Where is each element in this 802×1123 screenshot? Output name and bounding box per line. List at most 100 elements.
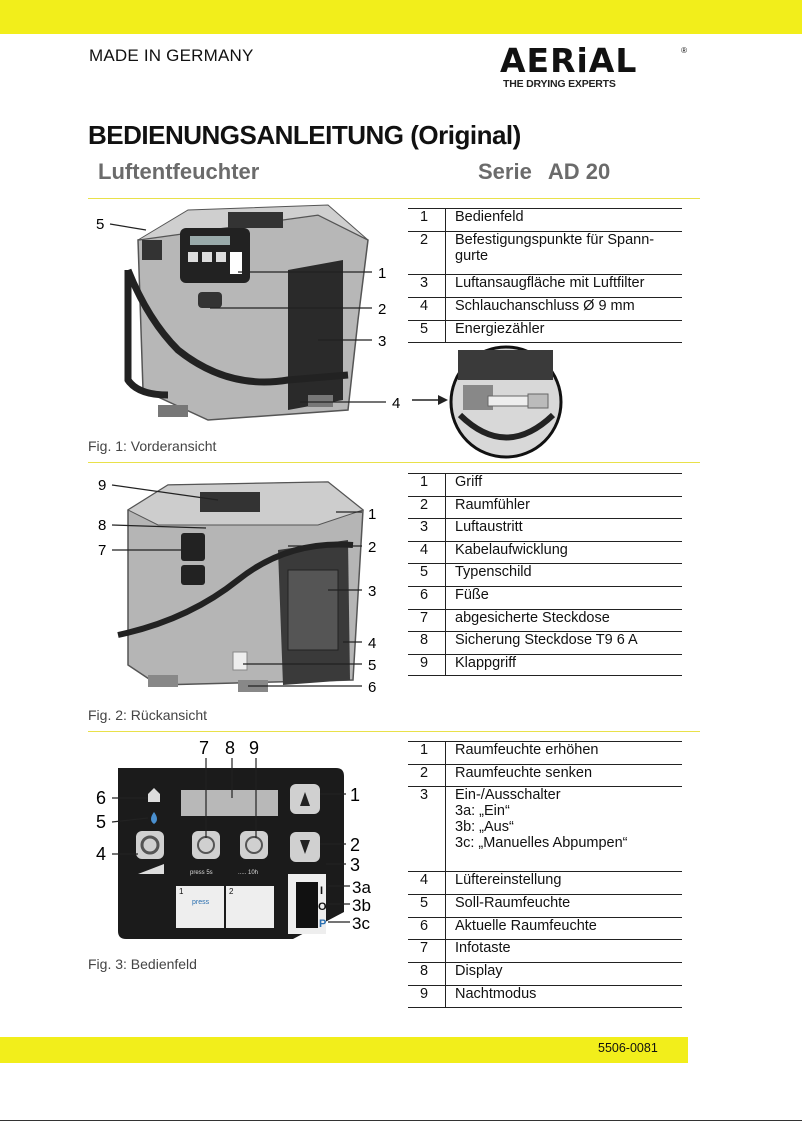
part-text: Raumfühler	[455, 496, 530, 513]
callout-3: 3	[350, 855, 360, 875]
callout-1: 1	[368, 506, 376, 523]
part-text: Klappgriff	[455, 654, 516, 671]
part-text: Typenschild	[455, 564, 532, 581]
part-number: 1	[408, 474, 446, 496]
part-text: Raumfeuchte erhöhen	[455, 742, 599, 758]
callout-3: 3	[378, 333, 386, 350]
series-word: Serie	[478, 159, 532, 184]
callout-9: 9	[98, 477, 106, 494]
part-text: Infotaste	[455, 940, 511, 957]
part-number: 3	[408, 275, 446, 297]
series-label: Serie AD 20	[478, 159, 610, 185]
callout-3c: 3c	[352, 914, 370, 933]
table-row: 4 Kabelaufwicklung	[408, 540, 682, 564]
callout-6: 6	[368, 679, 376, 696]
part-text: Aktuelle Raumfeuchte	[455, 917, 597, 934]
part-text-multiline: Ein-/Ausschalter 3a: „Ein“ 3b: „Aus“ 3c:…	[446, 787, 682, 871]
callout-3b: 3b	[352, 896, 371, 915]
table-row: 1 Bedienfeld	[408, 208, 682, 231]
callout-2: 2	[378, 301, 386, 318]
bottom-yellow-bar	[0, 1037, 688, 1063]
table-row: 3 Ein-/Ausschalter 3a: „Ein“ 3b: „Aus“ 3…	[408, 786, 682, 872]
panel-label-press5s: press 5s	[190, 870, 213, 876]
divider-3	[88, 731, 700, 732]
figure-caption: Fig. 3: Bedienfeld	[88, 956, 197, 972]
divider-2	[88, 462, 700, 463]
device-back-illustration	[117, 481, 365, 692]
part-number: 5	[408, 564, 446, 586]
part-text-cont: gurte	[455, 248, 489, 264]
part-number: 9	[408, 985, 446, 1007]
part-text: Bedienfeld	[455, 209, 524, 225]
panel-label-press: press	[192, 899, 210, 906]
part-text: Schlauchanschluss Ø 9 mm	[455, 298, 635, 314]
part-number: 7	[408, 609, 446, 632]
part-number: 7	[408, 940, 446, 963]
table-row: 5 Soll-Raumfeuchte	[408, 894, 682, 917]
part-number: 2	[408, 764, 446, 787]
panel-label-2: 2	[229, 887, 234, 896]
control-panel-figure: press 5s ..... 10h 1 press 2 I O P 7 8 9…	[96, 738, 371, 939]
figure-caption: Fig. 2: Rückansicht	[88, 707, 208, 723]
part-number: 3	[408, 787, 446, 872]
table-row: 8 Display	[408, 962, 682, 985]
product-subtitle: Luftentfeuchter	[98, 159, 260, 184]
callout-7: 7	[98, 542, 106, 559]
logo-registered: ®	[681, 46, 687, 55]
part-number: 1	[408, 209, 446, 231]
part-text: Display	[455, 963, 503, 980]
panel-label-P: P	[319, 918, 326, 930]
part-number: 5	[408, 895, 446, 917]
part-text: Raumfeuchte senken	[455, 764, 593, 781]
part-number: 1	[408, 742, 446, 764]
callout-8: 8	[225, 738, 235, 758]
panel-label-O: O	[318, 901, 327, 913]
part-text: Luftaustritt	[455, 519, 523, 536]
callout-5: 5	[96, 216, 104, 233]
callout-8: 8	[98, 517, 106, 534]
table-row: 7 Infotaste	[408, 939, 682, 963]
callout-6: 6	[96, 788, 106, 808]
part-number: 5	[408, 321, 446, 342]
part-text: Lüftereinstellung	[455, 872, 562, 889]
table-row: 2 Raumfeuchte senken	[408, 763, 682, 787]
made-in-label: MADE IN GERMANY	[89, 46, 254, 65]
part-number: 9	[408, 654, 446, 676]
part-number: 4	[408, 541, 446, 564]
table-row: 3 Luftansaugfläche mit Luftfilter	[408, 274, 682, 297]
series-value: AD 20	[547, 159, 611, 184]
callout-4: 4	[392, 395, 400, 412]
aerial-logo: AERiAL ® THE DRYING EXPERTS	[500, 44, 695, 94]
part-text: Luftansaugfläche mit Luftfilter	[455, 275, 645, 291]
part-subtext: 3c: „Manuelles Abpumpen“	[455, 835, 628, 852]
part-text: Ein-/Ausschalter	[455, 787, 561, 804]
part-number: 8	[408, 963, 446, 985]
callout-5: 5	[96, 812, 106, 832]
part-text: Kabelaufwicklung	[455, 541, 568, 558]
page-title: BEDIENUNGSANLEITUNG (Original)	[88, 120, 521, 150]
callout-2: 2	[350, 835, 360, 855]
callout-4: 4	[368, 635, 376, 652]
part-text: Sicherung Steckdose T9 6 A	[455, 632, 638, 649]
part-number: 2	[408, 496, 446, 519]
bottom-rule	[0, 1120, 802, 1121]
part-subtext: 3a: „Ein“	[455, 803, 510, 820]
callout-1: 1	[350, 785, 360, 805]
callout-3a: 3a	[352, 878, 371, 897]
control-panel-illustration: press 5s ..... 10h 1 press 2 I O P	[118, 768, 344, 939]
back-view-figure: 9 8 7 1 2 3 4 5 6	[98, 477, 376, 696]
part-number: 4	[408, 298, 446, 320]
table-row: 1 Griff	[408, 473, 682, 496]
part-text: Griff	[455, 474, 483, 490]
callout-9: 9	[249, 738, 259, 758]
part-text: Soll-Raumfeuchte	[455, 895, 571, 912]
part-subtext: 3b: „Aus“	[455, 819, 514, 836]
callout-7: 7	[199, 738, 209, 758]
part-text: Befestigungspunkte für Spann-	[455, 232, 655, 248]
